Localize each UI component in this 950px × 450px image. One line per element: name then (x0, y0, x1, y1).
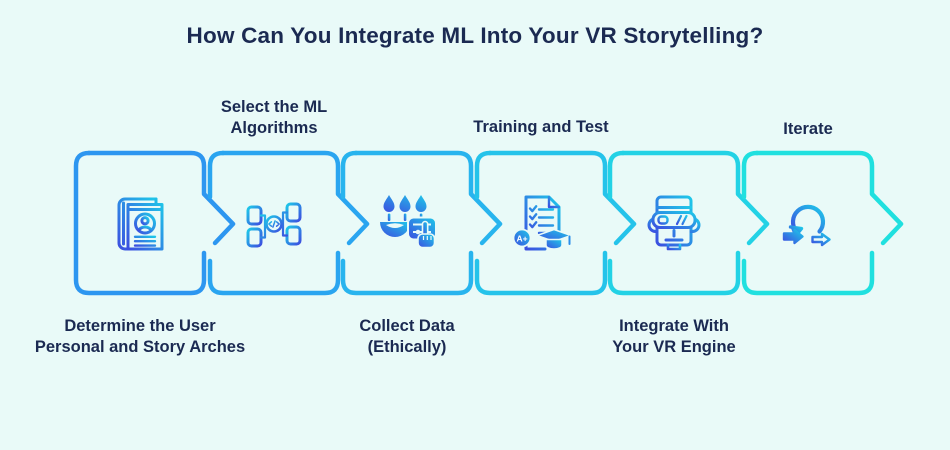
step-card-5 (607, 150, 770, 296)
step-card-6 (741, 150, 904, 296)
grade-badge-text: A+ (516, 233, 527, 243)
collect-data-hand-icon (380, 195, 437, 249)
step-label-2-line-2: Algorithms (230, 119, 318, 138)
step-label-4: Training and Test (473, 117, 608, 138)
step-label-6-line-1: Iterate (783, 120, 833, 138)
graduation-cap (536, 228, 572, 250)
vr-headset-head-icon (647, 195, 701, 251)
user-persona-book-icon (117, 197, 164, 251)
step-card-2 (207, 150, 370, 296)
step-label-2-line-1: Select the ML (220, 98, 328, 116)
card-chevron-outline (474, 150, 637, 296)
step-label-4-line-1: Training and Test (473, 118, 609, 136)
ml-algorithms-icon (246, 202, 302, 248)
grade-badge: A+ (512, 228, 532, 248)
iterate-loop-icon (782, 204, 831, 247)
step-label-1-line-1: Determine the User (64, 317, 216, 335)
step-label-6: Iterate (783, 119, 833, 140)
step-label-5: Integrate With Your VR Engine (612, 316, 735, 359)
card-chevron-outline (340, 150, 503, 296)
step-label-2: Select the ML Algorithms (221, 97, 327, 140)
step-card-1 (73, 150, 236, 296)
step-label-1: Determine the User Personal and Story Ar… (35, 316, 245, 359)
step-label-5-line-2: Your VR Engine (612, 338, 736, 357)
card-chevron-outline (73, 150, 236, 296)
step-label-3: Collect Data (Ethically) (359, 316, 454, 359)
step-label-1-line-2: Personal and Story Arches (34, 338, 246, 357)
step-label-3-line-1: Collect Data (359, 317, 455, 335)
step-label-5-line-1: Integrate With (619, 317, 729, 335)
step-card-3 (340, 150, 503, 296)
step-label-3-line-2: (Ethically) (367, 338, 447, 357)
page-title: How Can You Integrate ML Into Your VR St… (186, 23, 764, 48)
training-test-checklist-icon: A+ (512, 195, 572, 251)
card-chevron-outline (607, 150, 770, 296)
card-chevron-outline (207, 150, 370, 296)
step-card-4 (474, 150, 637, 296)
card-chevron-outline (741, 150, 904, 296)
